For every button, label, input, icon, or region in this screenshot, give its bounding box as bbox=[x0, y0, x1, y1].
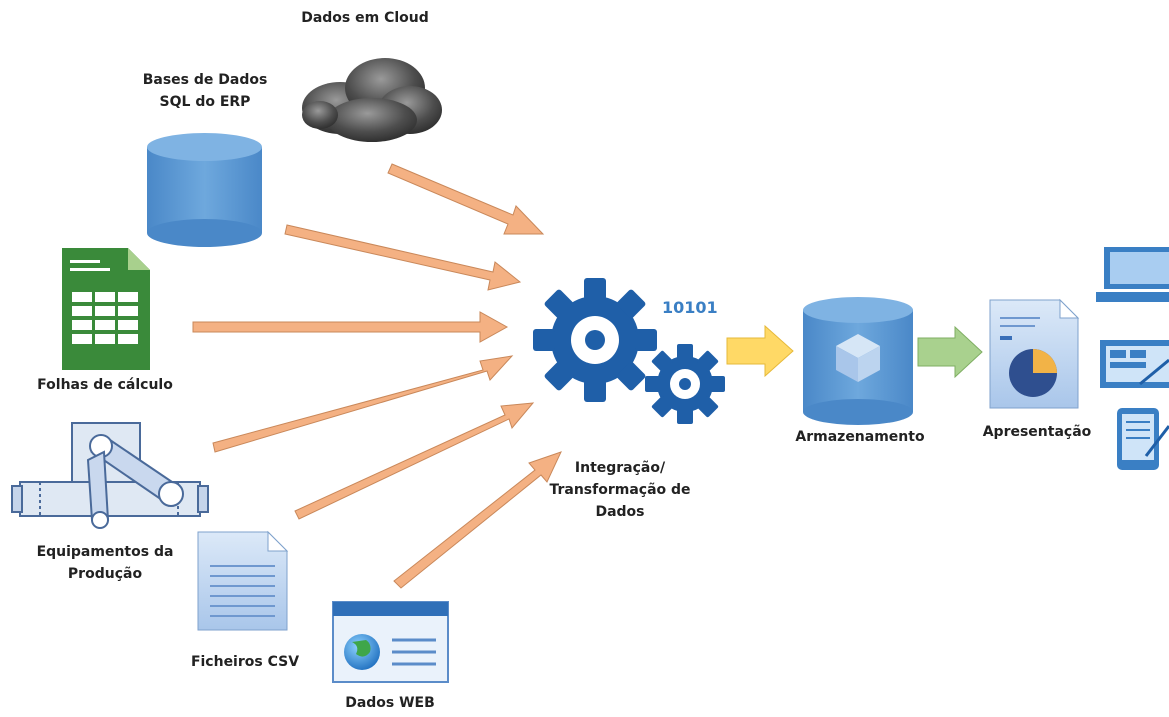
equipment-label-line1: Equipamentos da bbox=[36, 544, 174, 560]
cloud-label: Dados em Cloud bbox=[301, 10, 429, 26]
cube-icon bbox=[836, 334, 880, 382]
source-arrows bbox=[192, 163, 562, 589]
csv-file-icon bbox=[197, 530, 289, 631]
arrow-from-csv bbox=[294, 402, 535, 520]
equipment-label: Equipamentos da Produção bbox=[5, 541, 205, 585]
integration-label-line2: Transformação de bbox=[549, 482, 691, 498]
erp-label-line2: SQL do ERP bbox=[159, 94, 251, 110]
web-label: Dados WEB bbox=[345, 695, 435, 711]
erp-label-line1: Bases de Dados bbox=[142, 72, 268, 88]
production-equipment-icon bbox=[11, 422, 209, 529]
web-page-icon bbox=[332, 601, 449, 683]
arrow-from-equipment bbox=[212, 355, 514, 453]
cloud-icon bbox=[302, 58, 442, 142]
arrow-to-presentation bbox=[917, 325, 983, 379]
phone-icon bbox=[1117, 408, 1169, 470]
arrow-to-storage bbox=[726, 324, 794, 378]
integration-label-line1: Integração/ bbox=[574, 460, 666, 476]
equipment-label-line2: Produção bbox=[67, 566, 143, 582]
erp-database-icon bbox=[147, 133, 262, 247]
report-icon bbox=[989, 298, 1080, 409]
arrow-from-web bbox=[393, 451, 562, 589]
storage-label: Armazenamento bbox=[795, 429, 925, 445]
arrow-from-erp bbox=[284, 224, 522, 291]
presentation-label: Apresentação bbox=[982, 424, 1092, 440]
laptop-icon bbox=[1096, 247, 1169, 302]
spreadsheet-label: Folhas de cálculo bbox=[37, 377, 173, 393]
erp-database-label: Bases de Dados SQL do ERP bbox=[115, 69, 295, 113]
tablet-dashboard-icon bbox=[1100, 340, 1169, 388]
storage-database-icon bbox=[803, 297, 913, 425]
binary-code-label: 10101 bbox=[662, 298, 718, 317]
csv-label: Ficheiros CSV bbox=[190, 654, 300, 670]
integration-gears-icon bbox=[533, 278, 725, 424]
integration-label: Integração/ Transformação de Dados bbox=[530, 457, 710, 523]
arrow-from-spreadsheet bbox=[192, 311, 509, 343]
arrow-from-cloud bbox=[387, 163, 545, 235]
integration-label-line3: Dados bbox=[595, 504, 645, 520]
spreadsheet-icon bbox=[62, 248, 150, 370]
